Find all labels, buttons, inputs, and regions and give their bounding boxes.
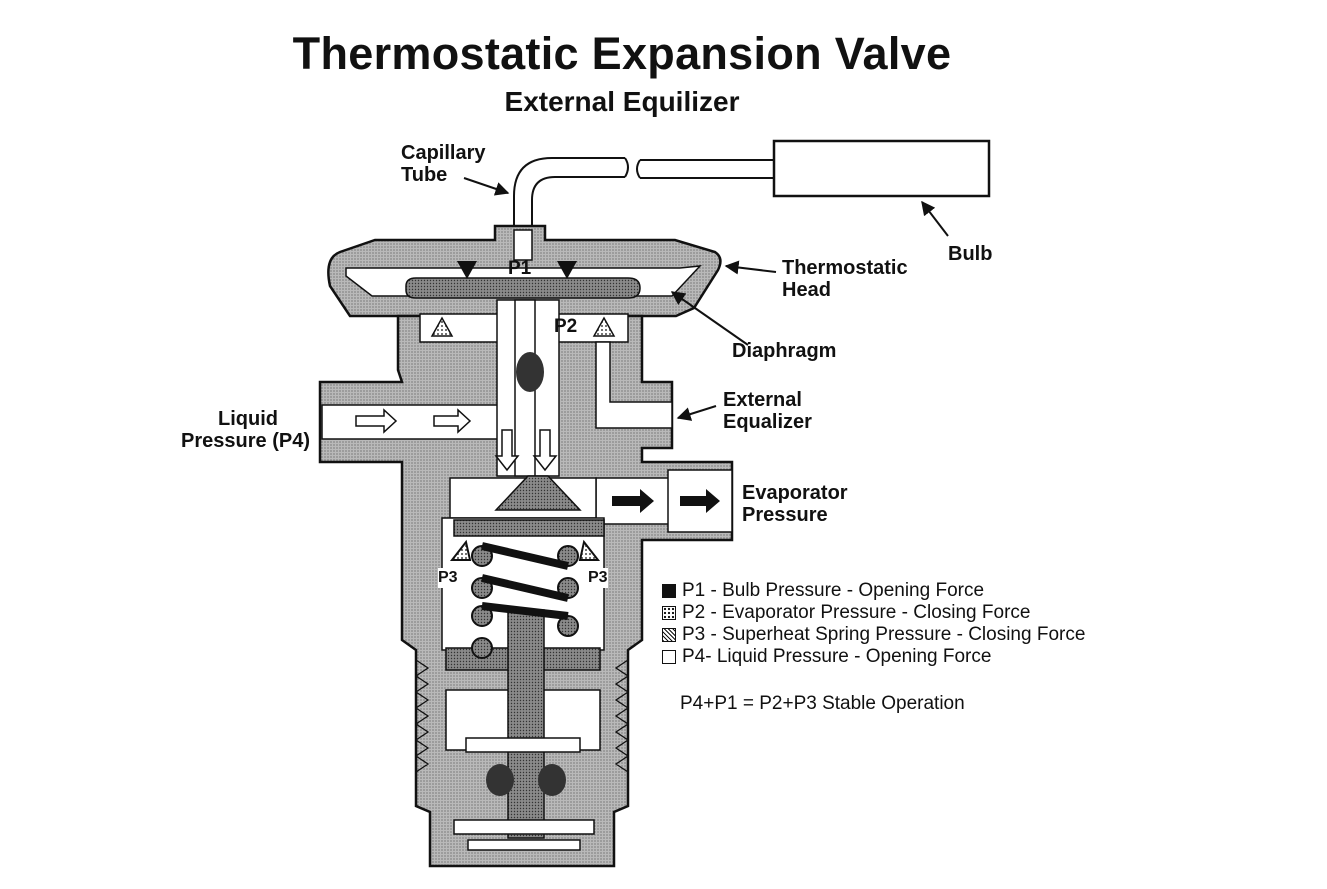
thermostatic-head-label-line2: Head [782,279,831,301]
capillary-tube-label-line2: Tube [401,164,448,186]
external-equalizer-label-line1: External [723,389,802,411]
evaporator-pressure-label: Evaporator Pressure [742,482,848,526]
p3-right-label: P3 [588,568,608,588]
liquid-pressure-label: Liquid Pressure (P4) [166,408,310,452]
p3-left-label: P3 [438,568,458,588]
evaporator-pressure-label-line2: Pressure [742,504,828,526]
capillary-tube-label: Capillary Tube [401,142,485,186]
p1-label: P1 [508,258,532,279]
legend: P1 - Bulb Pressure - Opening Force P2 - … [662,580,1085,668]
diaphragm-label: Diaphragm [732,340,837,362]
legend-item-p4: P4- Liquid Pressure - Opening Force [662,646,1085,668]
legend-item-label: P3 - Superheat Spring Pressure - Closing… [682,624,1086,645]
legend-item-p3: P3 - Superheat Spring Pressure - Closing… [662,624,1085,646]
evaporator-pressure-label-line1: Evaporator [742,482,848,504]
legend-item-p1: P1 - Bulb Pressure - Opening Force [662,580,1085,602]
capillary-tube-label-line1: Capillary [401,142,486,164]
flow-arrows [355,408,720,513]
p2-markers [430,316,616,337]
liquid-pressure-label-line2: Pressure (P4) [181,430,310,452]
liquid-pressure-label-line1: Liquid [218,408,278,430]
external-equalizer-label: External Equalizer [723,389,812,433]
bulb-label: Bulb [948,243,993,265]
solid-swatch-icon [662,584,676,598]
diagram-title: Thermostatic Expansion Valve [292,28,952,79]
leader-arrows [463,177,949,421]
external-equalizer-label-line2: Equalizer [723,411,812,433]
legend-item-label: P1 - Bulb Pressure - Opening Force [682,580,985,601]
bulb-shape [772,139,991,198]
open-swatch-icon [662,650,676,664]
dotted-swatch-icon [662,606,676,620]
thermostatic-head-label: Thermostatic Head [782,257,908,301]
superheat-spring [449,539,601,659]
p2-label: P2 [554,316,578,337]
legend-item-label: P2 - Evaporator Pressure - Closing Force [682,602,1031,623]
legend-item-label: P4- Liquid Pressure - Opening Force [682,646,992,667]
hatched-swatch-icon [662,628,676,642]
diagram-subtitle: External Equilizer [504,86,740,117]
stable-operation-equation: P4+P1 = P2+P3 Stable Operation [680,693,965,714]
legend-item-p2: P2 - Evaporator Pressure - Closing Force [662,602,1085,624]
capillary-tube [513,157,774,228]
thermostatic-head-label-line1: Thermostatic [782,257,908,279]
thermostatic-head [327,224,722,318]
